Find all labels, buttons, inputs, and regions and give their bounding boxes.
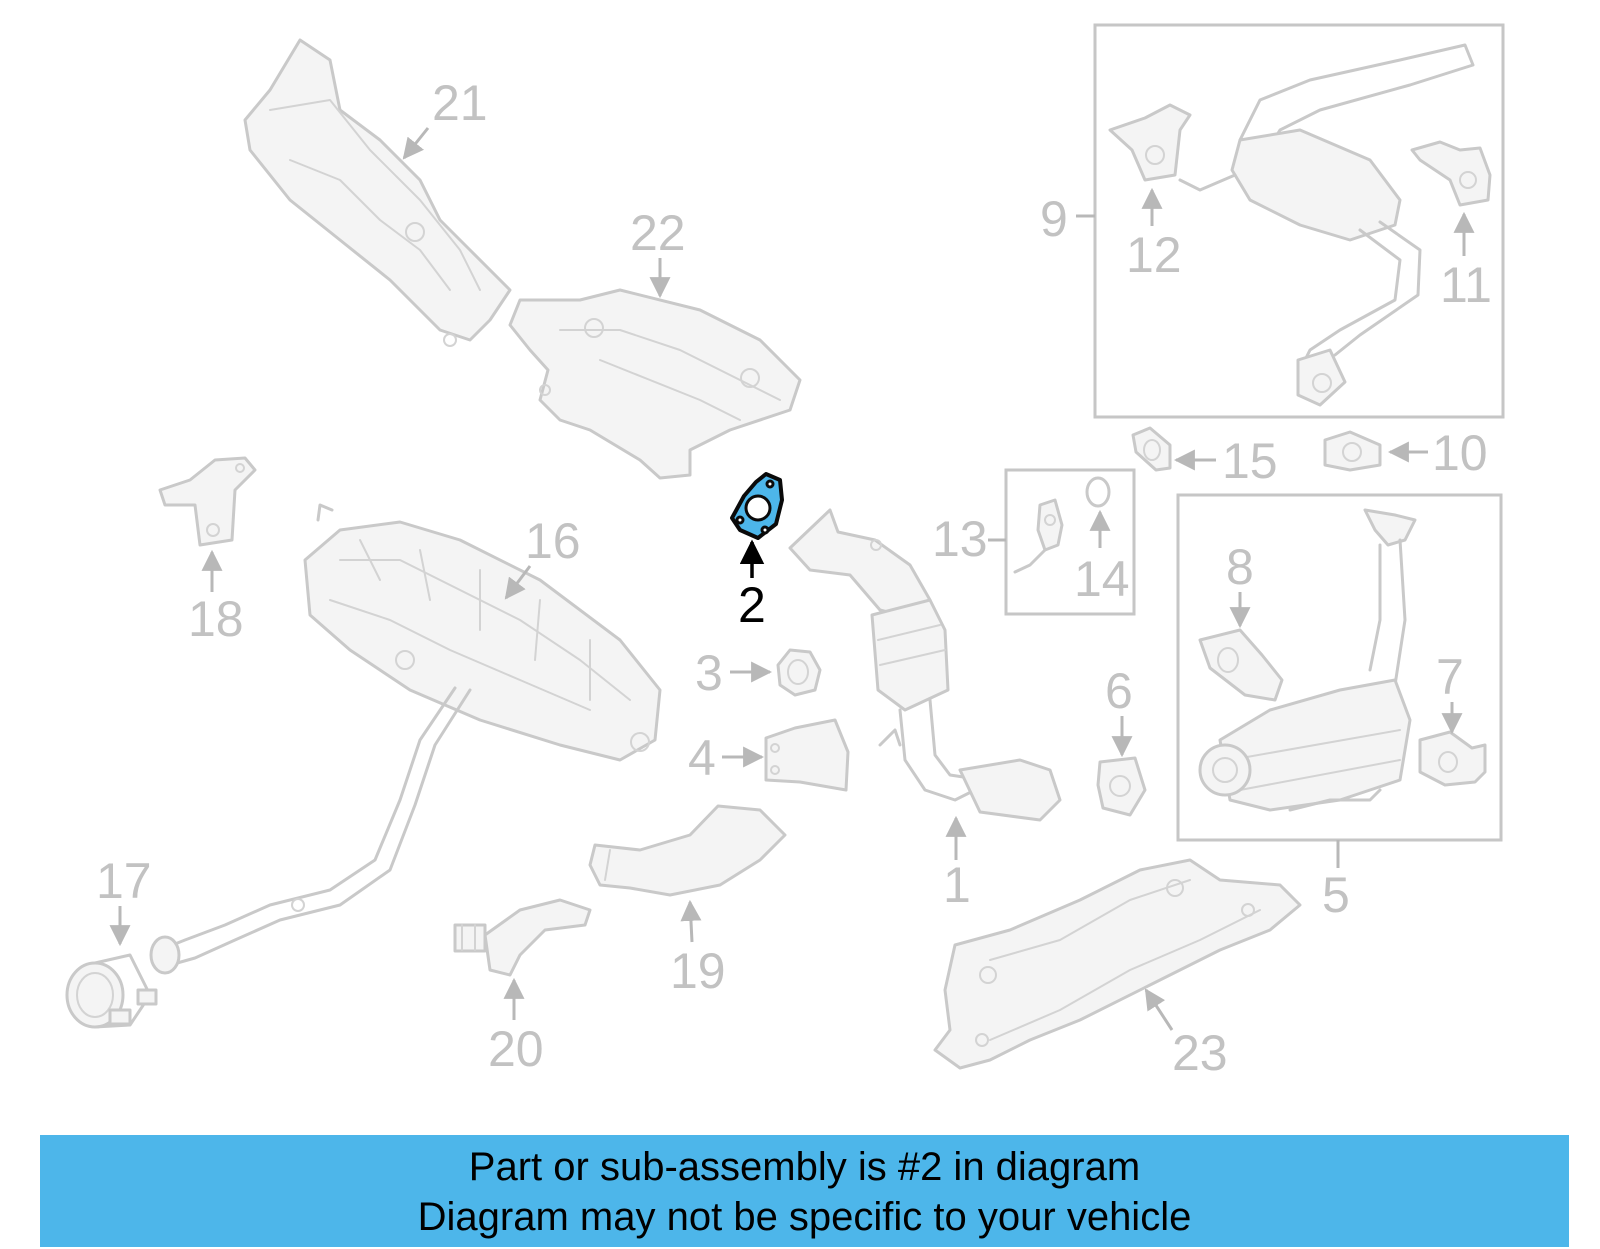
- banner-line-disclaimer: Diagram may not be specific to your vehi…: [417, 1195, 1192, 1239]
- part-12-hanger[interactable]: [1108, 103, 1192, 182]
- part-11-hanger[interactable]: [1410, 140, 1492, 207]
- part-14-o-ring[interactable]: [1085, 476, 1111, 508]
- part-9-rear-muffler-assembly[interactable]: [1178, 43, 1475, 407]
- callout-18: 18: [188, 591, 244, 647]
- info-banner: Part or sub-assembly is #2 in diagram Di…: [40, 1135, 1569, 1247]
- callout-15: 15: [1222, 433, 1278, 489]
- group-box-13-14: [1004, 468, 1136, 616]
- callout-20: 20: [488, 1021, 544, 1077]
- part-2-gasket-highlighted[interactable]: [730, 472, 784, 540]
- part-3-rubber-mount[interactable]: [776, 648, 822, 697]
- part-6-gasket[interactable]: [1096, 756, 1147, 817]
- callout-2: 2: [738, 577, 766, 633]
- part-15-gasket[interactable]: [1131, 426, 1172, 472]
- leader-21: [402, 127, 430, 160]
- group-box-9: [1093, 23, 1505, 419]
- callout-13: 13: [932, 511, 988, 567]
- part-8-mount[interactable]: [1198, 628, 1284, 702]
- callout-10: 10: [1432, 425, 1488, 481]
- part-4-bracket[interactable]: [764, 718, 850, 792]
- callout-8: 8: [1226, 539, 1254, 595]
- callout-1: 1: [943, 857, 971, 913]
- callout-5: 5: [1322, 867, 1350, 923]
- part-17-clamp[interactable]: [65, 953, 158, 1029]
- leader-19: [680, 899, 702, 943]
- callout-23: 23: [1172, 1025, 1228, 1081]
- part-7-mount[interactable]: [1418, 730, 1487, 787]
- part-21-heat-shield[interactable]: [243, 38, 512, 347]
- callout-7: 7: [1436, 649, 1464, 705]
- callout-22: 22: [630, 205, 686, 261]
- callout-11: 11: [1440, 257, 1492, 313]
- callout-17: 17: [96, 853, 152, 909]
- leader-23: [1144, 988, 1174, 1031]
- tail-pipe: [149, 686, 472, 975]
- exhaust-system-parts-diagram: 21 22 18 16: [65, 23, 1505, 1081]
- callout-6: 6: [1105, 663, 1133, 719]
- part-16-center-muffler[interactable]: [303, 503, 662, 762]
- callout-4: 4: [688, 730, 716, 786]
- callout-14: 14: [1074, 551, 1130, 607]
- part-13-sensor[interactable]: [1013, 498, 1064, 574]
- callout-9: 9: [1040, 191, 1068, 247]
- banner-line-part-number: Part or sub-assembly is #2 in diagram: [468, 1145, 1141, 1189]
- leader-16: [504, 565, 532, 600]
- part-22-heat-shield[interactable]: [508, 288, 802, 480]
- part-20-hanger[interactable]: [453, 898, 592, 977]
- callout-3: 3: [695, 645, 723, 701]
- callout-16: 16: [525, 513, 581, 569]
- callout-12: 12: [1126, 227, 1182, 283]
- callout-21: 21: [432, 75, 488, 131]
- part-1-front-pipe-catalyst[interactable]: [788, 508, 1062, 822]
- part-5-catalyst-assembly[interactable]: [1198, 508, 1417, 812]
- part-19-pipe[interactable]: [588, 804, 787, 897]
- part-23-heat-shield[interactable]: [933, 858, 1302, 1070]
- callout-19: 19: [670, 943, 726, 999]
- part-18-hanger-bracket[interactable]: [158, 456, 257, 547]
- part-10-gasket[interactable]: [1323, 430, 1382, 472]
